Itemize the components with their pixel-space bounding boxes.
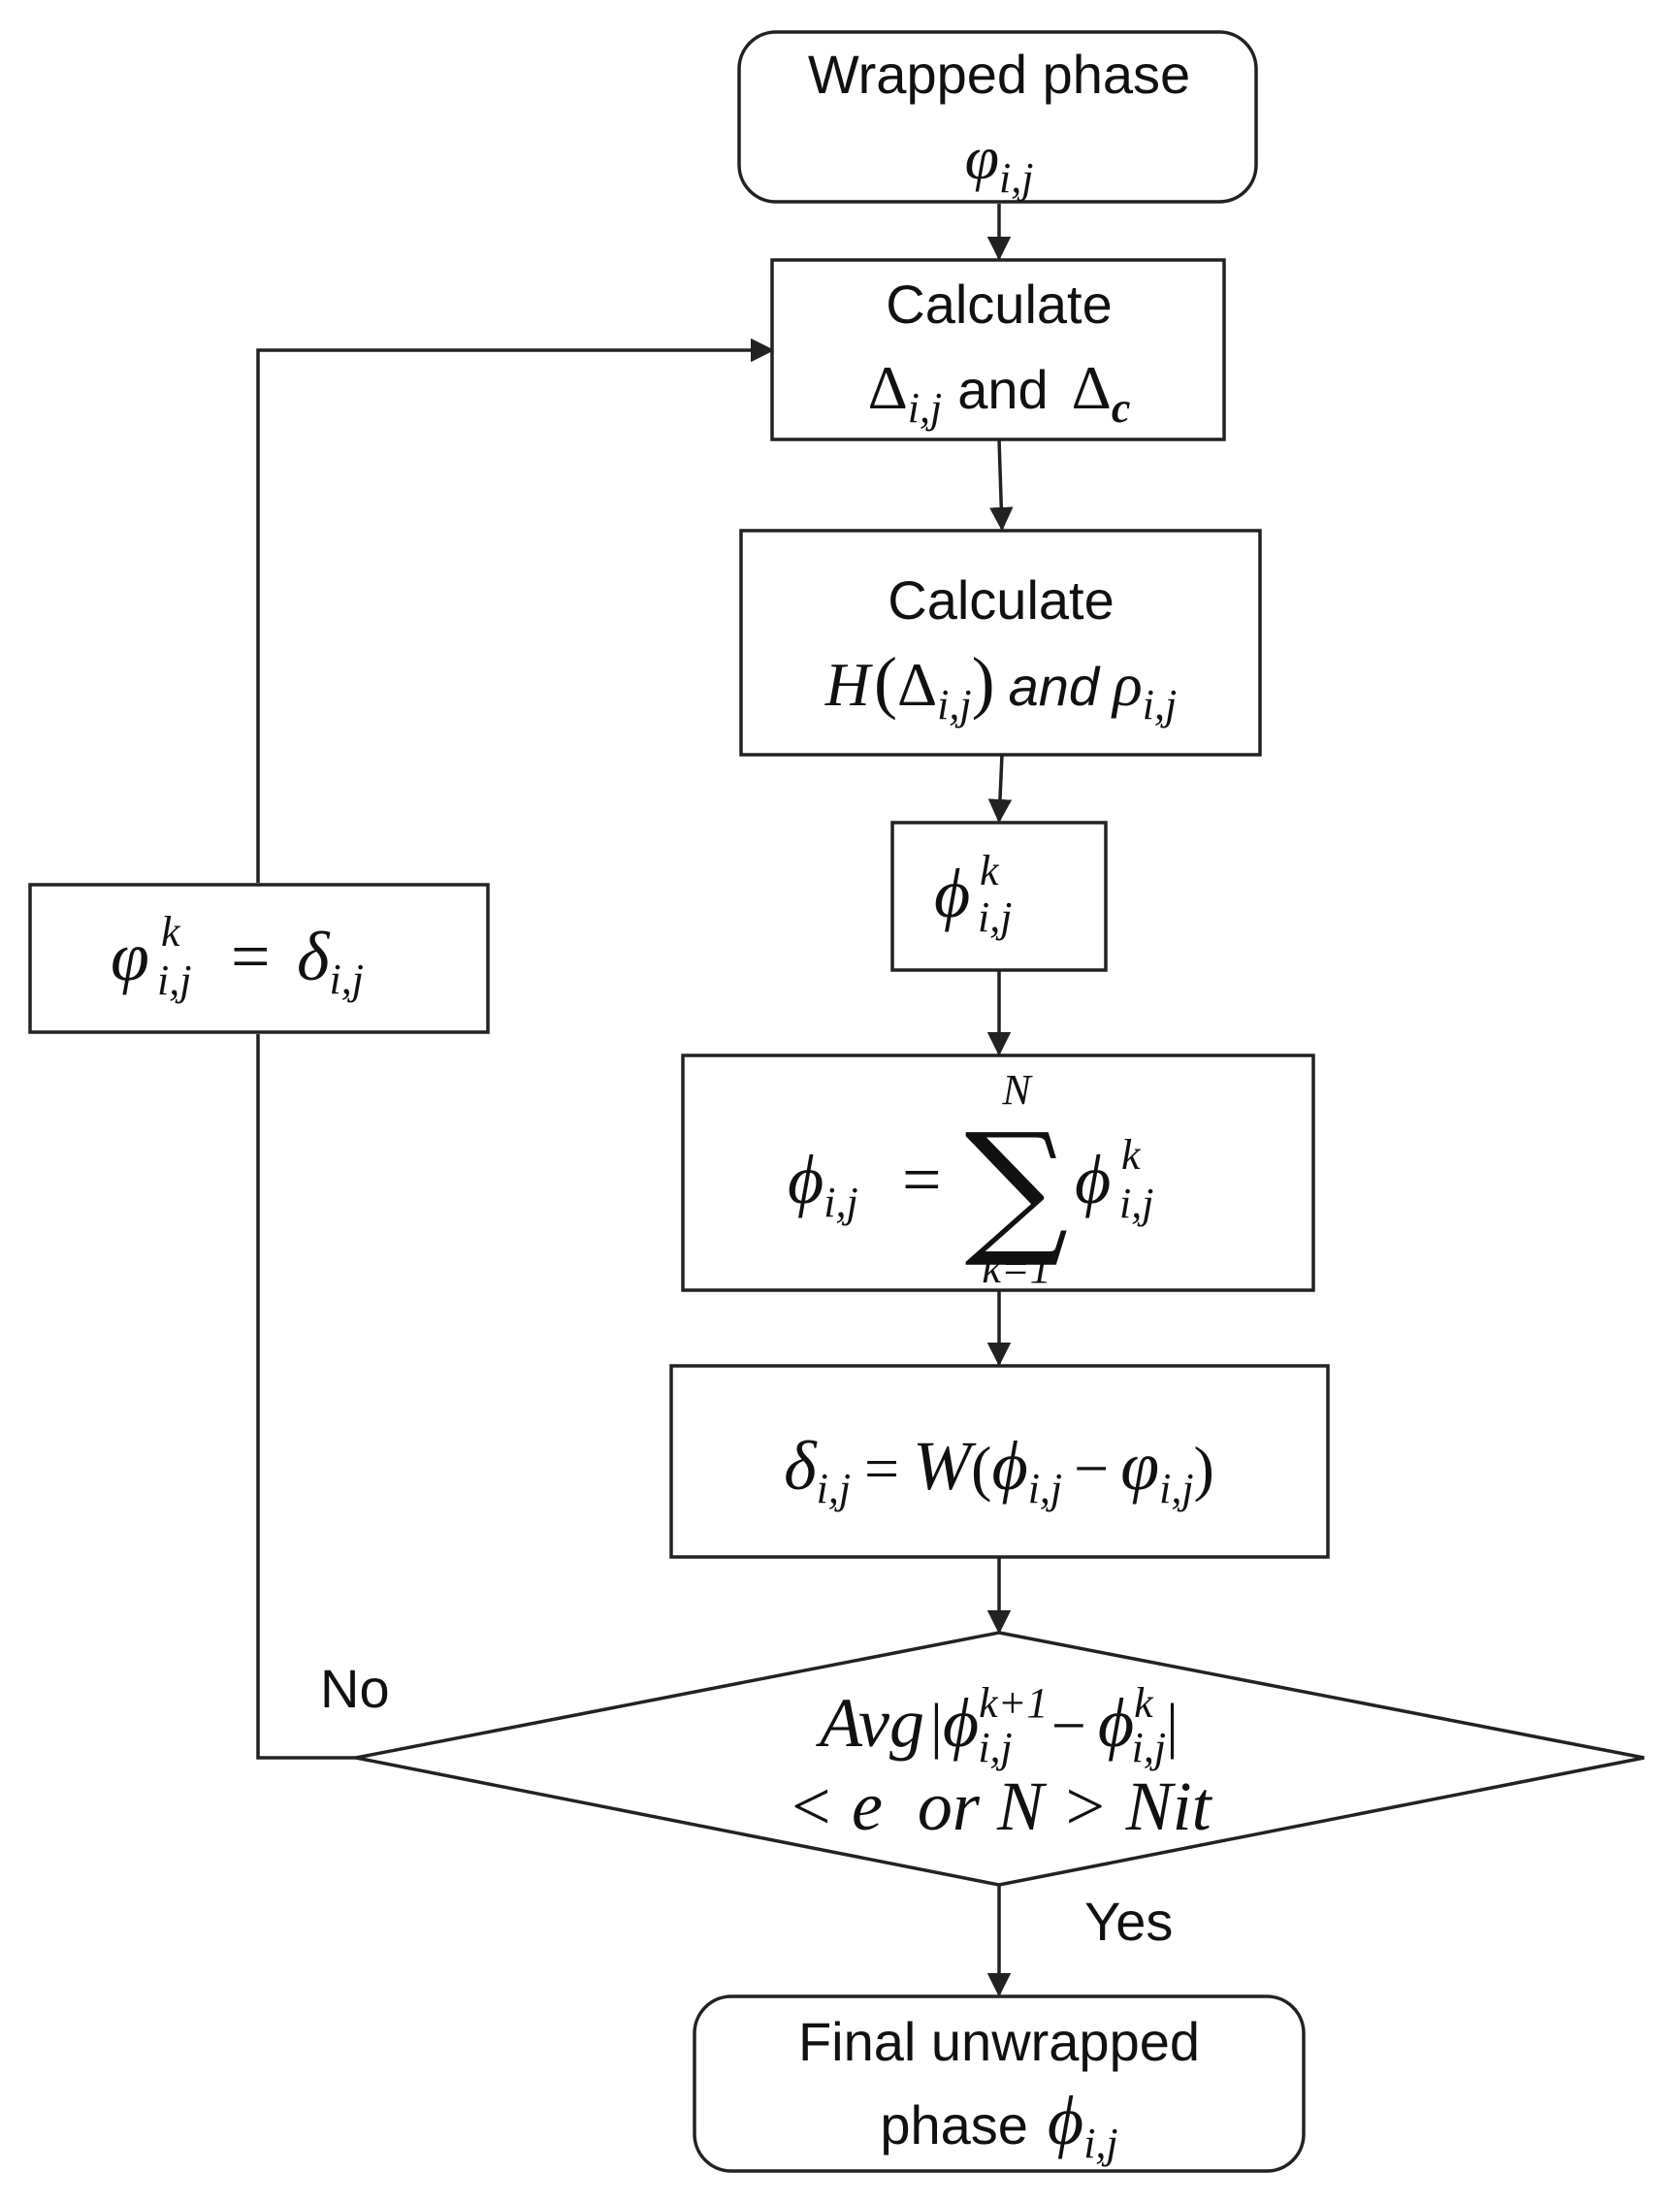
node-phi-k: ϕ k i,j [890,821,1108,972]
node-feedback: φ k i,j = δi,j [28,883,490,1034]
feedback-lhs: φ [111,918,149,995]
node-sum: ϕi,j = N ∑ k=1 ϕ k i,j [681,1053,1315,1292]
start-label: Wrapped phase [808,44,1190,105]
node-delta: δi,j=W(ϕi,j−φi,j) [669,1364,1330,1559]
end-label-line1: Final unwrapped [798,2011,1200,2072]
phi-k-sub: i,j [978,893,1012,941]
delta-formula: δi,j=W(ϕi,j−φi,j) [784,1427,1214,1512]
sigma-icon: ∑ [964,1103,1068,1272]
edge-calc-delta-to-calc-h [989,438,1014,532]
sum-equals: = [902,1141,942,1218]
feedback-lhs-sup: k [161,908,181,956]
edge-calc-h-to-phi-k [987,754,1013,824]
label-no: No [320,1658,390,1719]
decision-line2: < e or N > Nit [787,1767,1212,1845]
sum-rhs-sup: k [1121,1131,1142,1179]
calc-h-label: Calculate [888,569,1114,631]
feedback-equals: = [231,918,271,995]
phi-k-symbol: ϕ [934,855,970,932]
start-formula: φi,j [965,123,1034,202]
label-yes: Yes [1084,1891,1173,1952]
edge-feedback-to-calc-delta [256,338,775,883]
edge-decision-to-feedback [256,1034,356,1760]
sum-rhs-sub: i,j [1119,1180,1153,1227]
feedback-rhs: δi,j [297,918,364,1003]
sum-lower-limit: k=1 [982,1245,1050,1292]
phi-k-sup: k [980,847,1000,894]
sum-rhs: ϕ [1075,1141,1111,1218]
sum-upper-limit: N [1001,1066,1033,1114]
calc-delta-label: Calculate [886,274,1112,335]
feedback-lhs-sub: i,j [157,956,191,1004]
node-start: Wrapped phase φi,j [737,30,1258,204]
sum-lhs: ϕi,j [788,1141,858,1226]
